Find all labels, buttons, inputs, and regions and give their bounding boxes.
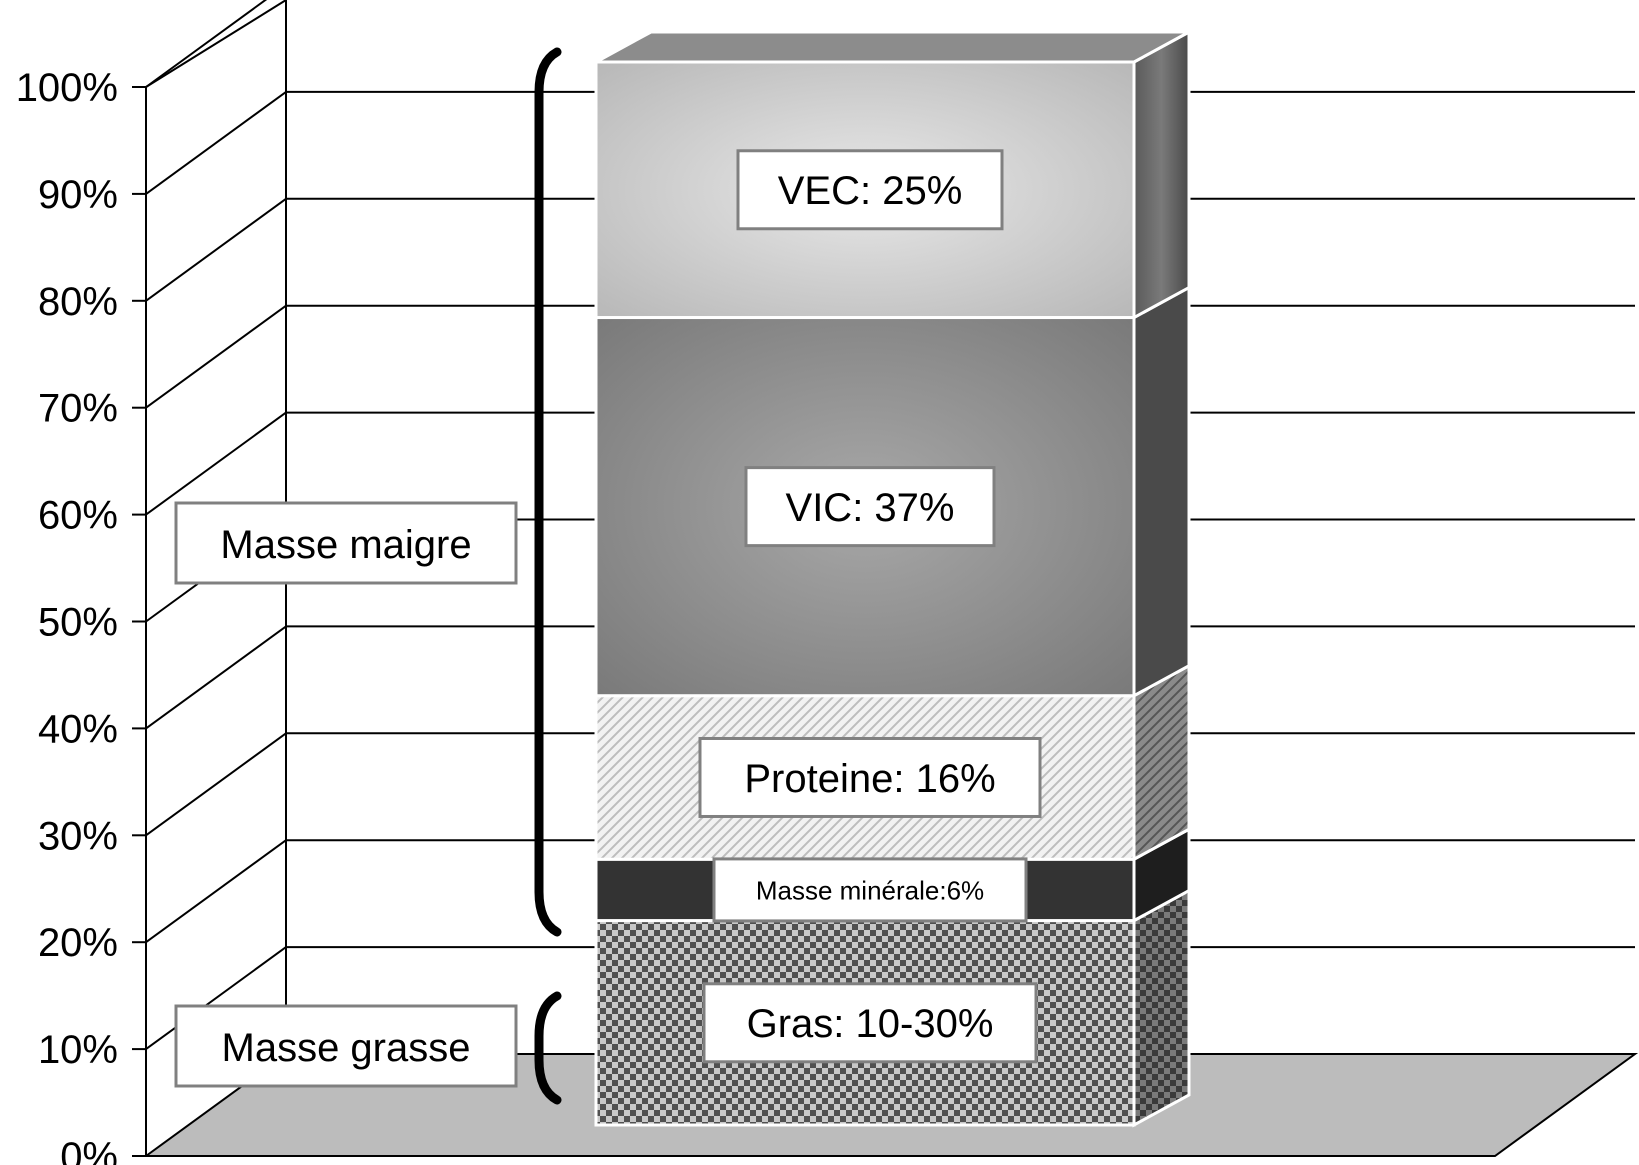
- bar-segment-side: [1132, 285, 1191, 699]
- segment-label: Masse minérale:6%: [756, 875, 984, 905]
- y-tick-label: 0%: [60, 1135, 118, 1165]
- gridline-side: [145, 946, 287, 1050]
- segment-label: VEC: 25%: [778, 169, 963, 213]
- y-tick-label: 80%: [38, 280, 118, 324]
- gridline-side: [145, 839, 287, 944]
- y-tick-label: 20%: [38, 921, 118, 965]
- side-wall-top-edge: [145, 0, 287, 88]
- segment-label-box: [698, 736, 1042, 818]
- gridline-side: [145, 625, 287, 730]
- group-label: Masse grasse: [222, 1026, 471, 1070]
- y-tick-label: 10%: [38, 1028, 118, 1072]
- gridline-side: [145, 304, 287, 409]
- group-label-box: [174, 501, 518, 585]
- segment-label: Gras: 10-30%: [747, 1002, 994, 1046]
- y-tick-label: 40%: [38, 707, 118, 751]
- group-bracket: [534, 47, 562, 937]
- segment-label: Proteine: 16%: [744, 757, 995, 801]
- segment-label: VIC: 37%: [786, 486, 955, 530]
- group-bracket: [534, 991, 562, 1105]
- group-label: Masse maigre: [220, 523, 471, 567]
- bar-segment-side: [1132, 663, 1191, 862]
- y-axis-ticks: 0% 10% 20% 30% 40% 50% 60% 70% 80% 90% 100%: [16, 66, 146, 1165]
- y-tick-label: 50%: [38, 601, 118, 645]
- gridline-side: [145, 0, 268, 88]
- y-tick-label: 30%: [38, 814, 118, 858]
- gridline-side: [145, 732, 287, 837]
- group-label-box: [174, 1004, 518, 1088]
- segment-label-box: [702, 982, 1038, 1064]
- segment-labels: Gras: 10-30% Masse minérale:6% Proteine: 1…: [698, 149, 1042, 1064]
- gridline-side: [145, 197, 287, 302]
- y-tick-label: 70%: [38, 387, 118, 431]
- segment-label-box: [744, 466, 996, 548]
- y-tick-label: 60%: [38, 494, 118, 538]
- y-tick-label: 90%: [38, 173, 118, 217]
- segment-label-box: [712, 857, 1028, 923]
- y-tick-label: 100%: [16, 66, 118, 110]
- bar-segment-side: [1132, 29, 1191, 321]
- gridline-side: [145, 91, 287, 195]
- bar-top-face: [595, 30, 1190, 64]
- gridline-side: [145, 411, 287, 516]
- segment-label-box: [736, 149, 1004, 231]
- bar-segment-side: [1132, 888, 1191, 1128]
- group-brackets: Masse grasse Masse maigre: [174, 47, 562, 1105]
